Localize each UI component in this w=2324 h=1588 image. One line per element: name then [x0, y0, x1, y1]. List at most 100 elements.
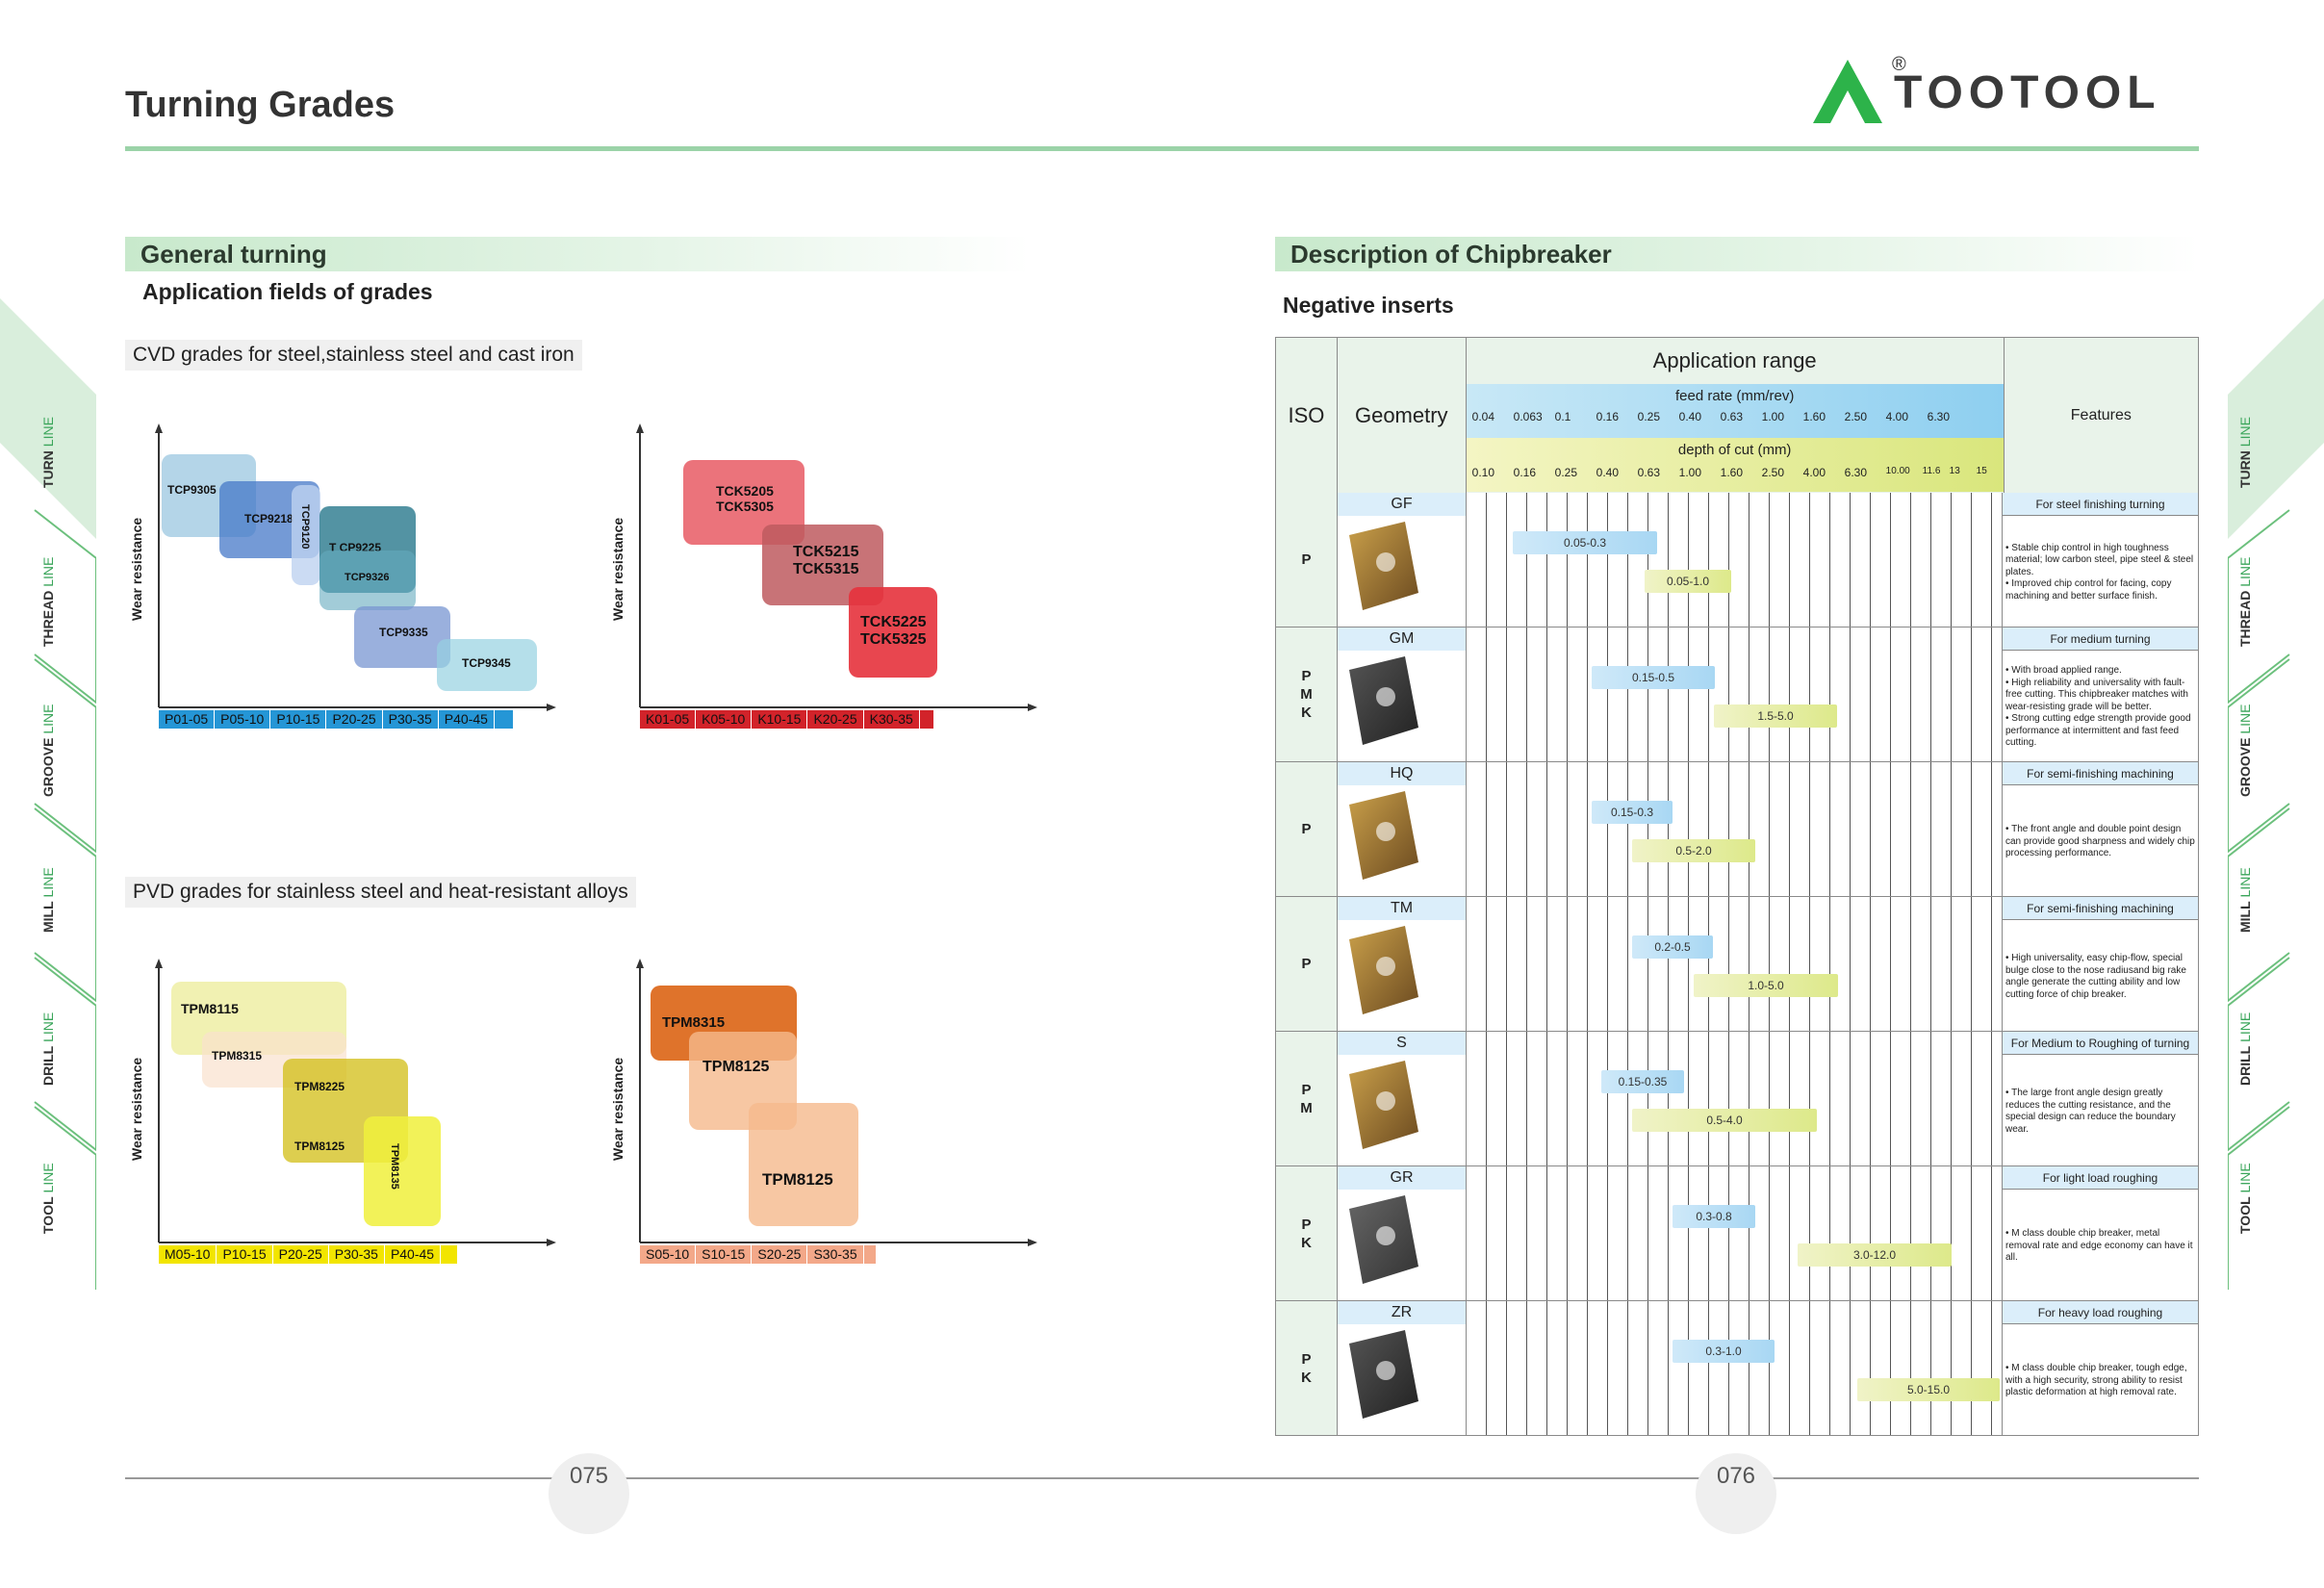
- registered-mark: ®: [1892, 54, 1906, 75]
- grade-block: TCP9345: [437, 639, 537, 691]
- feed-range-bar: 0.05-0.3: [1513, 531, 1657, 554]
- feed-range-bar: 0.2-0.5: [1632, 935, 1713, 959]
- feed-range-bar: 0.15-0.5: [1592, 666, 1715, 689]
- depth-label: depth of cut (mm): [1677, 442, 1792, 458]
- insert-image: [1338, 785, 1467, 896]
- feed-tick: 0.1: [1554, 410, 1571, 423]
- col-features: Features: [2003, 337, 2200, 494]
- tab-suffix: LINE: [2237, 867, 2253, 898]
- depth-tick: 2.50: [1761, 466, 1785, 479]
- side-tab-drill[interactable]: DRILL LINE: [2237, 996, 2260, 1102]
- logo-icon: [1813, 60, 1882, 123]
- side-tab-groove[interactable]: GROOVE LINE: [2237, 698, 2260, 804]
- side-tab-tool[interactable]: TOOL LINE: [2237, 1145, 2260, 1251]
- side-tab-drill[interactable]: DRILL LINE: [40, 996, 64, 1102]
- depth-range-bar: 0.05-1.0: [1645, 570, 1731, 593]
- iso-cell: P M K: [1276, 628, 1338, 761]
- y-axis-label: Wear resistance: [610, 1057, 626, 1161]
- range-grid: [1467, 762, 2003, 896]
- depth-range-bar: 0.5-4.0: [1632, 1109, 1817, 1132]
- side-tab-mill[interactable]: MILL LINE: [40, 847, 64, 953]
- app-range-title: Application range: [1652, 348, 1817, 372]
- side-tab-turn[interactable]: TURN LINE: [40, 399, 64, 505]
- feature-title: For medium turning: [2003, 628, 2198, 651]
- tab-suffix: LINE: [2237, 704, 2253, 734]
- geometry-label: ZR: [1338, 1301, 1467, 1324]
- feed-tick: 1.60: [1802, 410, 1826, 423]
- geometry-label: S: [1338, 1032, 1467, 1055]
- side-tabs-left: [0, 298, 96, 1290]
- feature-description: • With broad applied range. • High relia…: [2005, 665, 2191, 749]
- grade-block: TPM8125: [749, 1103, 858, 1226]
- range-grid: [1467, 1032, 2003, 1165]
- side-tab-thread[interactable]: THREAD LINE: [40, 549, 64, 654]
- feature-title: For Medium to Roughing of turning: [2003, 1032, 2198, 1055]
- side-tab-groove[interactable]: GROOVE LINE: [40, 698, 64, 804]
- side-tab-tool[interactable]: TOOL LINE: [40, 1145, 64, 1251]
- iso-cell: P K: [1276, 1301, 1338, 1435]
- side-tab-turn[interactable]: TURN LINE: [2237, 399, 2260, 505]
- side-tabs-right: [2228, 298, 2324, 1290]
- side-tab-thread[interactable]: THREAD LINE: [2237, 549, 2260, 654]
- feature-description: • M class double chip breaker, tough edg…: [2005, 1363, 2187, 1398]
- tab-label: DRILL: [40, 1045, 56, 1087]
- grade-block: TPM8125: [689, 1032, 797, 1130]
- tab-label: TOOL: [40, 1196, 56, 1234]
- tab-suffix: LINE: [2237, 1163, 2253, 1193]
- pvd-title: PVD grades for stainless steel and heat-…: [125, 877, 636, 908]
- feature-title: For light load roughing: [2003, 1166, 2198, 1190]
- feature-description: • The front angle and double point desig…: [2005, 824, 2195, 859]
- tab-suffix: LINE: [40, 1163, 56, 1193]
- brand-logo: TOOTOOL: [1809, 56, 2161, 129]
- tab-suffix: LINE: [2237, 417, 2253, 448]
- grade-block: TCP9326: [319, 551, 416, 610]
- feed-range-bar: 0.3-0.8: [1673, 1205, 1755, 1228]
- chipbreaker-table: ISO Geometry Application range feed rate…: [1275, 337, 2200, 494]
- tab-label: TURN: [40, 450, 56, 488]
- geometry-label: TM: [1338, 897, 1467, 920]
- iso-cell: P M: [1276, 1032, 1338, 1165]
- feature-title: For heavy load roughing: [2003, 1301, 2198, 1324]
- depth-tick: 10.00: [1885, 466, 1910, 476]
- feature-title: For steel finishing turning: [2003, 493, 2198, 516]
- feed-tick: 0.063: [1513, 410, 1543, 423]
- depth-range-bar: 3.0-12.0: [1798, 1243, 1952, 1267]
- tab-label: TURN: [2237, 450, 2253, 488]
- side-tab-mill[interactable]: MILL LINE: [2237, 847, 2260, 953]
- iso-cell: P: [1276, 762, 1338, 896]
- insert-image: [1338, 1055, 1467, 1165]
- tab-suffix: LINE: [2237, 1012, 2253, 1043]
- insert-image: [1338, 920, 1467, 1031]
- tab-suffix: LINE: [40, 556, 56, 587]
- feature-description: • M class double chip breaker, metal rem…: [2005, 1228, 2193, 1264]
- feed-tick: 1.00: [1761, 410, 1785, 423]
- feature-description: • High universality, easy chip-flow, spe…: [2005, 953, 2186, 1000]
- depth-tick: 4.00: [1802, 466, 1826, 479]
- feature-title: For semi-finishing machining: [2003, 762, 2198, 785]
- subtitle-negative-inserts: Negative inserts: [1283, 293, 1454, 318]
- section-chipbreaker: Description of Chipbreaker: [1275, 237, 2199, 271]
- tab-suffix: LINE: [40, 704, 56, 734]
- tab-label: THREAD: [2237, 590, 2253, 647]
- feed-tick: 0.16: [1596, 410, 1620, 423]
- depth-tick: 1.60: [1720, 466, 1744, 479]
- depth-tick: 6.30: [1844, 466, 1868, 479]
- chart-axes: [636, 959, 1037, 1246]
- range-grid: [1467, 493, 2003, 627]
- section-general-turning: General turning: [125, 237, 1030, 271]
- tab-label: TOOL: [2237, 1196, 2253, 1234]
- range-grid: [1467, 1166, 2003, 1300]
- logo-text: TOOTOOL: [1894, 66, 2161, 118]
- header-divider: [125, 146, 2199, 151]
- feed-tick: 0.04: [1471, 410, 1495, 423]
- tab-suffix: LINE: [40, 1012, 56, 1043]
